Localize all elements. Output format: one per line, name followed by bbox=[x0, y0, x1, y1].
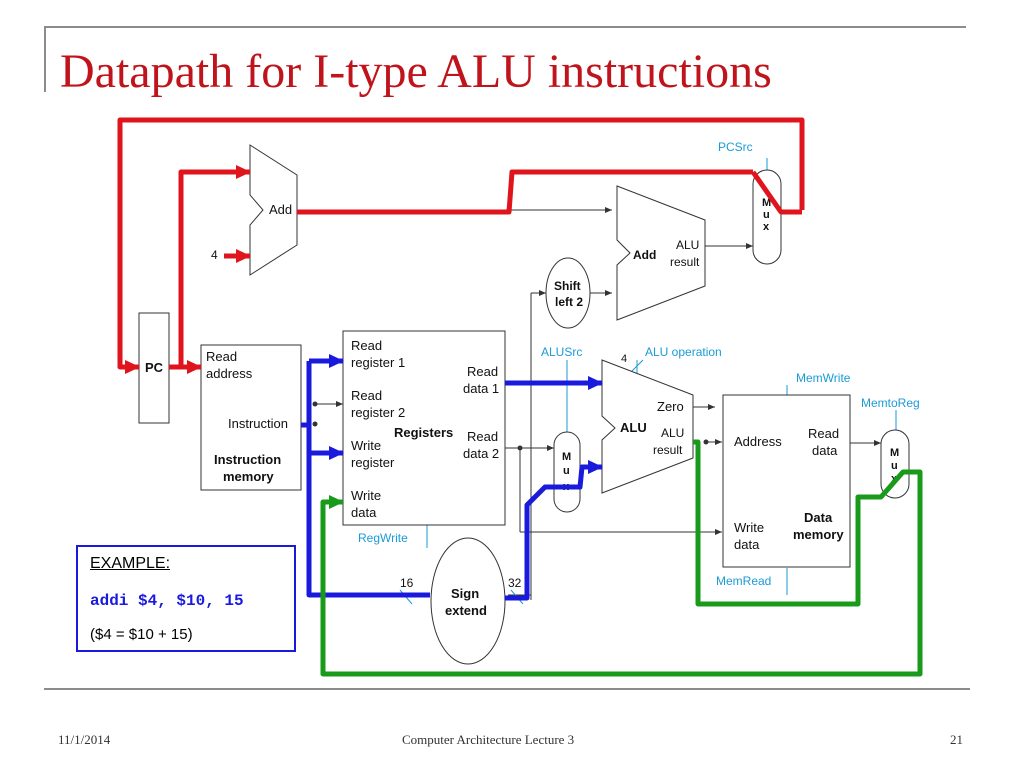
slide-title: Datapath for I-type ALU instructions bbox=[60, 45, 772, 98]
branch-adder bbox=[616, 185, 706, 321]
svg-text:u: u bbox=[763, 209, 770, 221]
svg-text:Read: Read bbox=[206, 349, 237, 364]
red-pc-path bbox=[117, 117, 805, 374]
svg-text:memory: memory bbox=[223, 469, 274, 484]
svg-text:extend: extend bbox=[445, 603, 487, 618]
svg-text:register: register bbox=[351, 455, 395, 470]
green-writeback-path bbox=[320, 439, 923, 677]
shift-left-2 bbox=[545, 257, 591, 329]
svg-text:Write: Write bbox=[351, 438, 381, 453]
svg-text:left 2: left 2 bbox=[555, 295, 583, 309]
svg-text:data 1: data 1 bbox=[463, 381, 499, 396]
example-heading: EXAMPLE: bbox=[90, 555, 171, 572]
const-four-label: 4 bbox=[211, 248, 218, 262]
svg-text:data: data bbox=[812, 443, 838, 458]
svg-text:Read: Read bbox=[351, 388, 382, 403]
example-box: EXAMPLE: addi $4, $10, 15 ($4 = $10 + 15… bbox=[76, 545, 296, 652]
svg-text:Read: Read bbox=[467, 364, 498, 379]
svg-text:Read: Read bbox=[467, 429, 498, 444]
svg-text:Address: Address bbox=[734, 434, 782, 449]
pcsrc-label: PCSrc bbox=[718, 140, 753, 154]
svg-text:ALU: ALU bbox=[620, 420, 647, 435]
instruction-memory bbox=[200, 344, 302, 491]
svg-text:data: data bbox=[734, 537, 760, 552]
regwrite-label: RegWrite bbox=[358, 531, 408, 545]
svg-text:M: M bbox=[890, 447, 899, 459]
svg-text:Instruction: Instruction bbox=[214, 452, 281, 467]
pc-register bbox=[138, 312, 170, 424]
svg-text:ALU: ALU bbox=[676, 238, 699, 252]
svg-text:Write: Write bbox=[734, 520, 764, 535]
svg-text:u: u bbox=[563, 465, 570, 477]
svg-text:register 2: register 2 bbox=[351, 405, 405, 420]
title-corner-rule bbox=[44, 26, 46, 92]
svg-text:result: result bbox=[653, 443, 683, 457]
svg-text:address: address bbox=[206, 366, 253, 381]
footer-date: 11/1/2014 bbox=[58, 732, 111, 747]
svg-text:Read: Read bbox=[808, 426, 839, 441]
memwrite-label: MemWrite bbox=[796, 371, 851, 385]
pcsrc-mux bbox=[752, 169, 782, 265]
svg-text:Read: Read bbox=[351, 338, 382, 353]
svg-text:ALU: ALU bbox=[661, 426, 684, 440]
svg-text:Data: Data bbox=[804, 510, 833, 525]
alu-operation-label: ALU operation bbox=[645, 345, 722, 359]
memtoreg-label: MemtoReg bbox=[861, 396, 920, 410]
pc-label: PC bbox=[145, 360, 164, 375]
svg-text:Shift: Shift bbox=[554, 279, 581, 293]
bits-16-label: 16 bbox=[400, 576, 414, 590]
svg-text:data 2: data 2 bbox=[463, 446, 499, 461]
register-file bbox=[342, 330, 506, 526]
example-code: addi $4, $10, 15 bbox=[90, 592, 244, 610]
svg-text:u: u bbox=[891, 460, 898, 472]
top-rule bbox=[44, 26, 966, 28]
svg-text:memory: memory bbox=[793, 527, 844, 542]
svg-text:data: data bbox=[351, 505, 377, 520]
svg-text:M: M bbox=[562, 451, 571, 463]
memread-label: MemRead bbox=[716, 574, 771, 588]
svg-text:Sign: Sign bbox=[451, 586, 479, 601]
svg-text:x: x bbox=[763, 221, 770, 233]
sign-extend bbox=[430, 537, 506, 665]
blue-register-path bbox=[301, 354, 603, 601]
pc-adder-label: Add bbox=[269, 202, 292, 217]
bottom-rule bbox=[44, 688, 970, 690]
alu-op-bits-label: 4 bbox=[621, 353, 627, 365]
footer-title: Computer Architecture Lecture 3 bbox=[402, 732, 575, 747]
memtoreg-mux bbox=[880, 429, 910, 499]
svg-text:Instruction: Instruction bbox=[228, 416, 288, 431]
svg-text:Add: Add bbox=[633, 248, 656, 262]
svg-text:M: M bbox=[762, 197, 771, 209]
data-memory bbox=[722, 394, 851, 568]
page-number: 21 bbox=[950, 732, 963, 747]
svg-text:Zero: Zero bbox=[657, 399, 684, 414]
svg-text:result: result bbox=[670, 255, 700, 269]
bits-32-label: 32 bbox=[508, 576, 522, 590]
svg-text:Write: Write bbox=[351, 488, 381, 503]
alusrc-label: ALUSrc bbox=[541, 345, 582, 359]
example-note: ($4 = $10 + 15) bbox=[90, 626, 193, 643]
svg-text:register 1: register 1 bbox=[351, 355, 405, 370]
svg-text:Registers: Registers bbox=[394, 425, 453, 440]
